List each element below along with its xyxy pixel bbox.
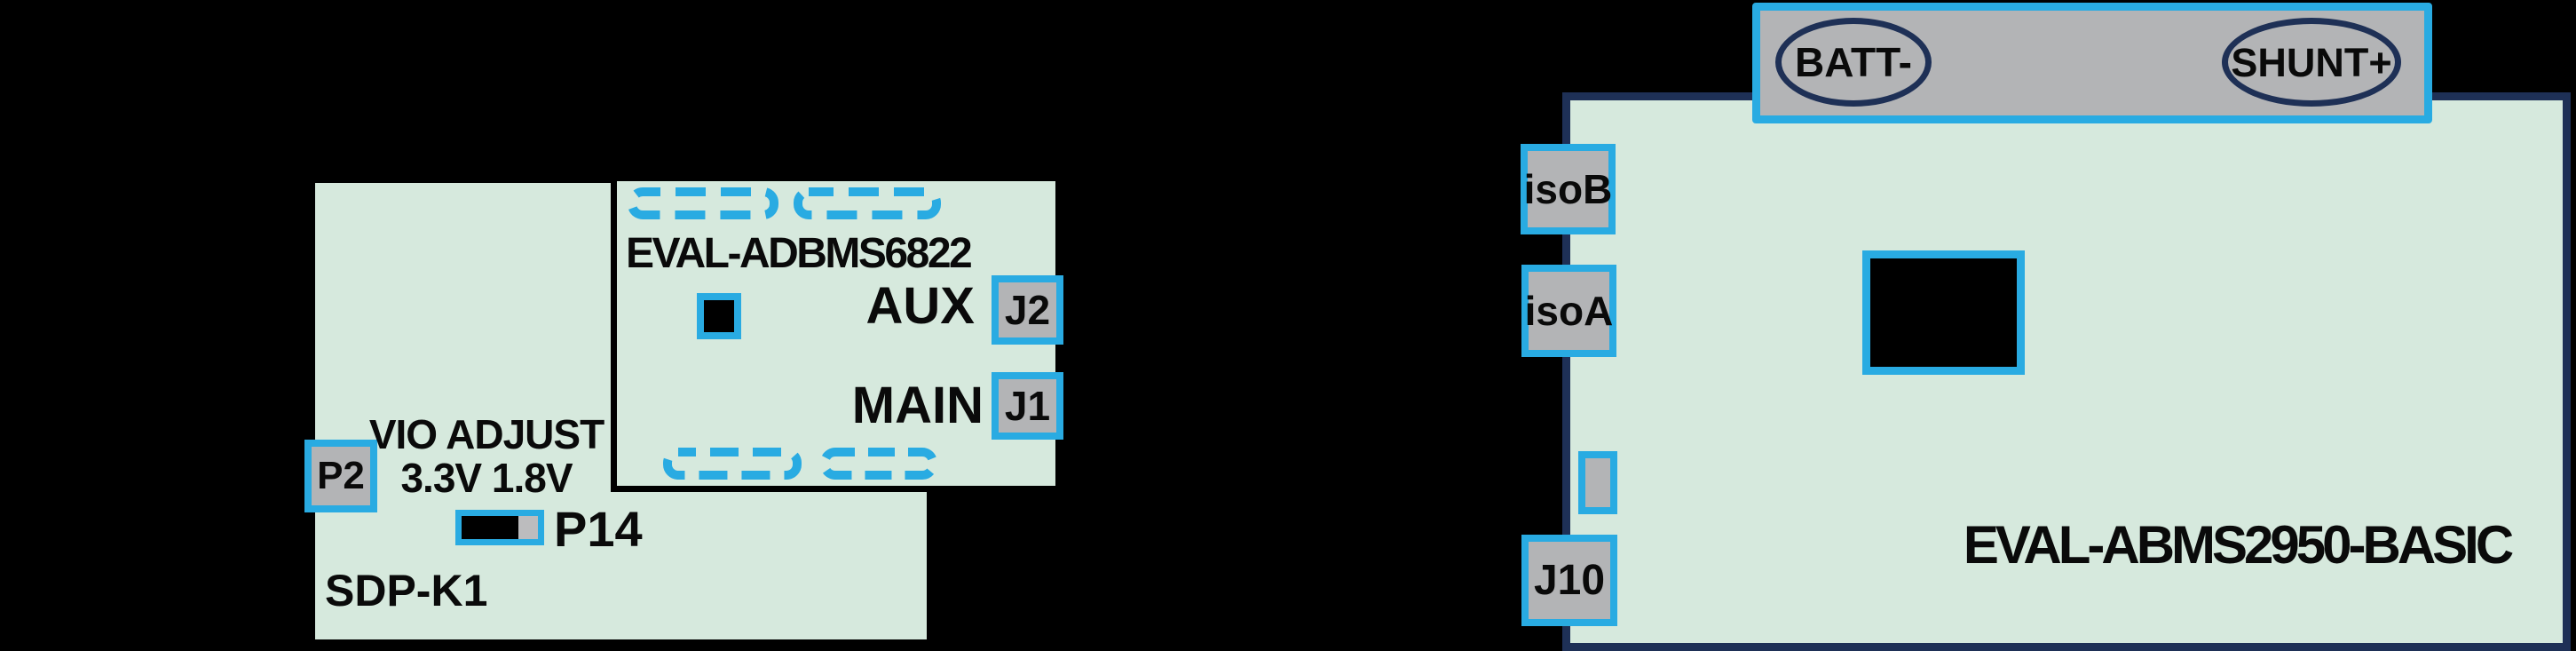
j1-label: J1	[1004, 383, 1051, 429]
isospi-cable-connector-bottom-right	[820, 448, 937, 480]
j1-connector: J1	[992, 372, 1063, 440]
j2-connector: J2	[992, 275, 1063, 345]
unlabeled-connector	[1578, 451, 1617, 514]
isospi-cable-connector-top-right	[794, 187, 941, 219]
p14-jumper-shunt	[462, 516, 518, 539]
shunt-plus-terminal: SHUNT+	[2222, 18, 2401, 107]
isospi-cable-connector-bottom-left	[663, 448, 802, 480]
abms2950-component	[1862, 250, 2025, 375]
abms2950-label: EVAL-ABMS2950-BASIC	[1963, 515, 2514, 575]
j2-label: J2	[1004, 287, 1051, 333]
batt-minus-terminal: BATT-	[1775, 18, 1932, 107]
isob-label: isoB	[1523, 166, 1613, 212]
sdp-k1-label: SDP-K1	[325, 566, 488, 615]
p14-jumper	[455, 510, 544, 545]
isob-connector: isoB	[1521, 144, 1616, 234]
aux-label: AUX	[865, 277, 975, 335]
main-label: MAIN	[851, 377, 984, 434]
vio-adjust-label: VIO ADJUST	[368, 411, 604, 457]
j10-connector: J10	[1521, 535, 1617, 626]
p2-label: P2	[317, 454, 365, 497]
vio-adjust-block: VIO ADJUST 3.3V 1.8V	[360, 414, 613, 498]
batt-minus-label: BATT-	[1794, 39, 1912, 85]
abms2950-board	[1562, 92, 2571, 651]
p2-connector: P2	[304, 440, 377, 512]
adbms6822-chip	[697, 293, 741, 339]
adbms6822-label: EVAL-ADBMS6822	[626, 230, 973, 277]
j10-label: J10	[1533, 556, 1606, 604]
shunt-plus-label: SHUNT+	[2231, 39, 2392, 85]
vio-voltage-label: 3.3V 1.8V	[400, 455, 573, 501]
p14-label: P14	[554, 501, 643, 557]
isoa-label: isoA	[1524, 288, 1614, 334]
adbms6822-board	[611, 175, 1062, 492]
isoa-connector: isoA	[1521, 265, 1616, 357]
isospi-cable-connector-top-left	[628, 187, 778, 219]
